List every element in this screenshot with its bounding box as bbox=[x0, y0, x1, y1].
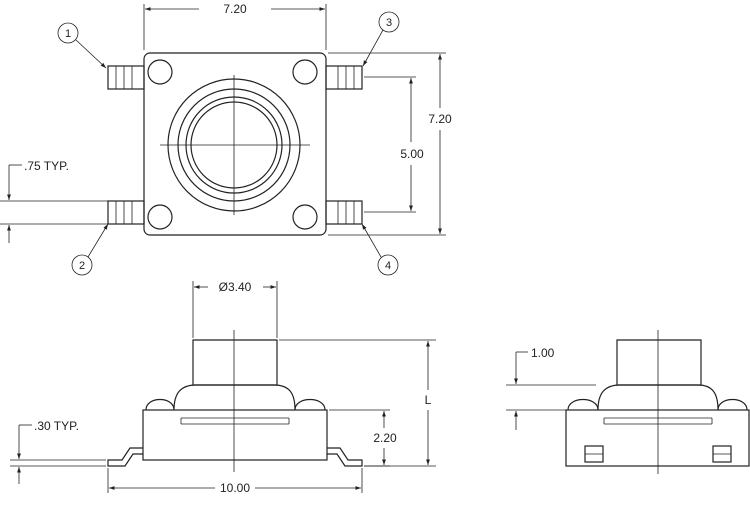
svg-text:4: 4 bbox=[385, 260, 391, 272]
actuator-stem-side bbox=[616, 339, 702, 386]
dim-lead-thickness: .30 TYP. bbox=[10, 419, 106, 484]
lead-pin-1 bbox=[107, 65, 145, 90]
dim-actuator-height: L bbox=[279, 339, 436, 467]
svg-text:1.00: 1.00 bbox=[531, 346, 555, 360]
top-view: 1 2 3 4 7.20 bbox=[0, 2, 452, 276]
pin-callout-3: 3 bbox=[362, 11, 400, 67]
pin-callout-4: 4 bbox=[361, 223, 399, 276]
corner-boss bbox=[147, 59, 173, 85]
dim-pin-pitch: 5.00 bbox=[364, 76, 424, 213]
pin-callout-1: 1 bbox=[57, 22, 107, 69]
svg-text:1: 1 bbox=[65, 28, 71, 40]
corner-boss-side bbox=[567, 398, 599, 411]
lead-right-side bbox=[327, 447, 363, 467]
lead-left-side bbox=[107, 447, 143, 467]
svg-text:2: 2 bbox=[79, 260, 85, 272]
svg-text:7.20: 7.20 bbox=[223, 2, 247, 16]
dim-lead-width: .75 TYP. bbox=[0, 159, 108, 243]
corner-boss bbox=[292, 59, 318, 85]
corner-boss bbox=[147, 204, 173, 230]
lead-pin-4 bbox=[325, 200, 363, 225]
svg-text:10.00: 10.00 bbox=[220, 481, 250, 495]
svg-text:Ø3.40: Ø3.40 bbox=[219, 280, 252, 294]
corner-boss-side bbox=[145, 398, 175, 411]
svg-text:5.00: 5.00 bbox=[400, 147, 424, 161]
svg-text:2.20: 2.20 bbox=[373, 431, 397, 445]
svg-text:3: 3 bbox=[386, 17, 392, 29]
svg-text:.75 TYP.: .75 TYP. bbox=[24, 159, 69, 173]
dim-body-thickness: 2.20 bbox=[329, 409, 397, 467]
lead-pin-2 bbox=[107, 200, 145, 225]
svg-text:.30 TYP.: .30 TYP. bbox=[34, 419, 79, 433]
switch-body-side bbox=[565, 409, 750, 467]
corner-boss bbox=[292, 204, 318, 230]
dim-body-width: 7.20 bbox=[143, 2, 327, 50]
dim-body-height: 7.20 bbox=[328, 52, 452, 236]
svg-text:L: L bbox=[425, 393, 432, 407]
front-view: Ø3.40 L 2.20 .30 TYP. bbox=[10, 280, 436, 495]
actuator-dome-side bbox=[597, 384, 719, 411]
svg-text:7.20: 7.20 bbox=[428, 112, 452, 126]
side-view: 1.00 bbox=[506, 330, 750, 474]
dim-actuator-diameter: Ø3.40 bbox=[192, 280, 278, 338]
actuator-dome bbox=[173, 384, 296, 411]
corner-boss-side bbox=[717, 398, 748, 411]
dim-standoff: 1.00 bbox=[506, 346, 596, 430]
pin-callout-2: 2 bbox=[71, 223, 109, 276]
actuator-stem bbox=[192, 339, 278, 386]
switch-body-front bbox=[142, 409, 328, 461]
lead-pin-3 bbox=[325, 65, 363, 90]
switch-body-top bbox=[143, 52, 327, 236]
corner-boss-side bbox=[294, 398, 326, 411]
dim-overall-length: 10.00 bbox=[107, 468, 363, 495]
